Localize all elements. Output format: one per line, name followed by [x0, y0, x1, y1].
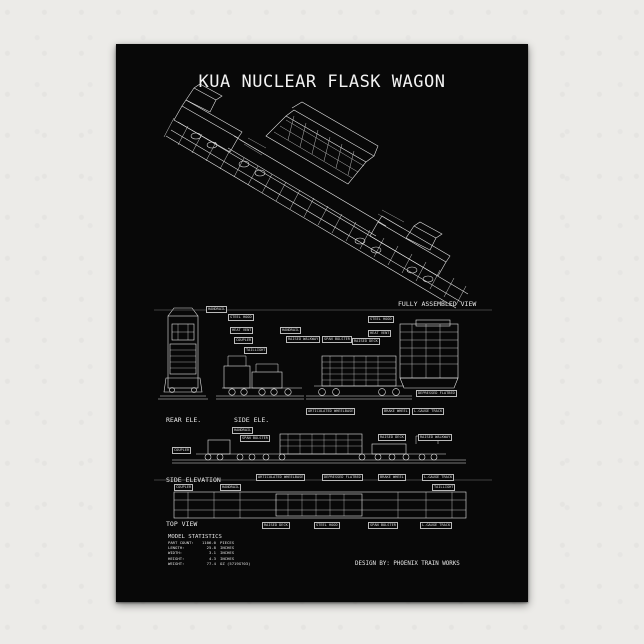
callout-span-bolster-lower: SPAN BOLSTER: [240, 435, 270, 442]
callout-taillight-top: TAILLIGHT: [432, 484, 456, 491]
side-elevation-main-drawing: [306, 355, 412, 400]
rear-elevation-drawing: [158, 307, 208, 400]
blueprint-drawing: [154, 83, 492, 519]
callout-coupler-lower: COUPLER: [172, 447, 192, 454]
callout-handrail-rear: HANDRAIL: [206, 306, 228, 313]
callout-handrail-top: HANDRAIL: [220, 484, 242, 491]
callout-raised-deck-lower: RAISED DECK: [378, 434, 406, 441]
callout-articulated-wheelbase-side: ARTICULATED WHEELBASE: [306, 408, 356, 415]
callout-coupler-side: COUPLER: [234, 337, 254, 344]
callout-raised-walkway-side: RAISED WALKWAY: [286, 336, 321, 343]
callout-handrail-side: HANDRAIL: [280, 327, 302, 334]
callout-brake-wheel-side: BRAKE WHEEL: [382, 408, 410, 415]
callout-raised-deck-side: RAISED DECK: [352, 338, 380, 345]
top-view-drawing: [173, 491, 467, 519]
model-statistics-heading: MODEL STATISTICS: [168, 534, 222, 540]
callout-heat-vent-left: HEAT VENT: [230, 327, 254, 334]
callout-handrail-lower: HANDRAIL: [232, 427, 254, 434]
postcard: KUA NUCLEAR FLASK WAGON: [116, 44, 528, 602]
callout-raised-walkway-lower: RAISED WALKWAY: [418, 434, 453, 441]
side-elevation-small-drawing: [216, 355, 304, 400]
callout-heat-vent-right: HEAT VENT: [368, 330, 392, 337]
fully-assembled-label: FULLY ASSEMBLED VIEW: [398, 300, 477, 308]
isometric-wagon-drawing: [163, 83, 469, 309]
page-title: KUA NUCLEAR FLASK WAGON: [198, 72, 446, 92]
callout-taillight-side: TAILLIGHT: [244, 347, 268, 354]
right-end-detail-drawing: [399, 319, 459, 389]
callout-steel-hood-right: STEEL HOOD: [368, 316, 394, 323]
design-credit: DESIGN BY: PHOENIX TRAIN WORKS: [355, 561, 460, 567]
callout-brake-wheel-lower: BRAKE WHEEL: [378, 474, 406, 481]
side-ele-label: SIDE ELE.: [234, 416, 270, 424]
callout-steel-hood-rear: STEEL HOOD: [228, 314, 254, 321]
callout-depressed-flatbed-side: DEPRESSED FLATBED: [416, 390, 457, 397]
callout-l-gauge-track-top: L-GAUGE TRACK: [420, 522, 453, 529]
callout-span-bolster-top: SPAN BOLSTER: [368, 522, 398, 529]
callout-depressed-flatbed-lower: DEPRESSED FLATBED: [322, 474, 363, 481]
side-elevation-label: SIDE ELEVATION: [166, 476, 221, 484]
callout-articulated-wheelbase-lower: ARTICULATED WHEELBASE: [256, 474, 306, 481]
callout-l-gauge-track-side: L-GAUGE TRACK: [412, 408, 445, 415]
top-view-label: TOP VIEW: [166, 520, 198, 528]
callout-raised-deck-top: RAISED DECK: [262, 522, 290, 529]
callout-l-gauge-track-lower: L-GAUGE TRACK: [422, 474, 455, 481]
rear-elevation-label: REAR ELE.: [166, 416, 202, 424]
callout-span-bolster-side: SPAN BOLSTER: [322, 336, 352, 343]
callout-steel-hood-top: STEEL HOOD: [314, 522, 340, 529]
callout-coupler-top: COUPLER: [174, 484, 194, 491]
